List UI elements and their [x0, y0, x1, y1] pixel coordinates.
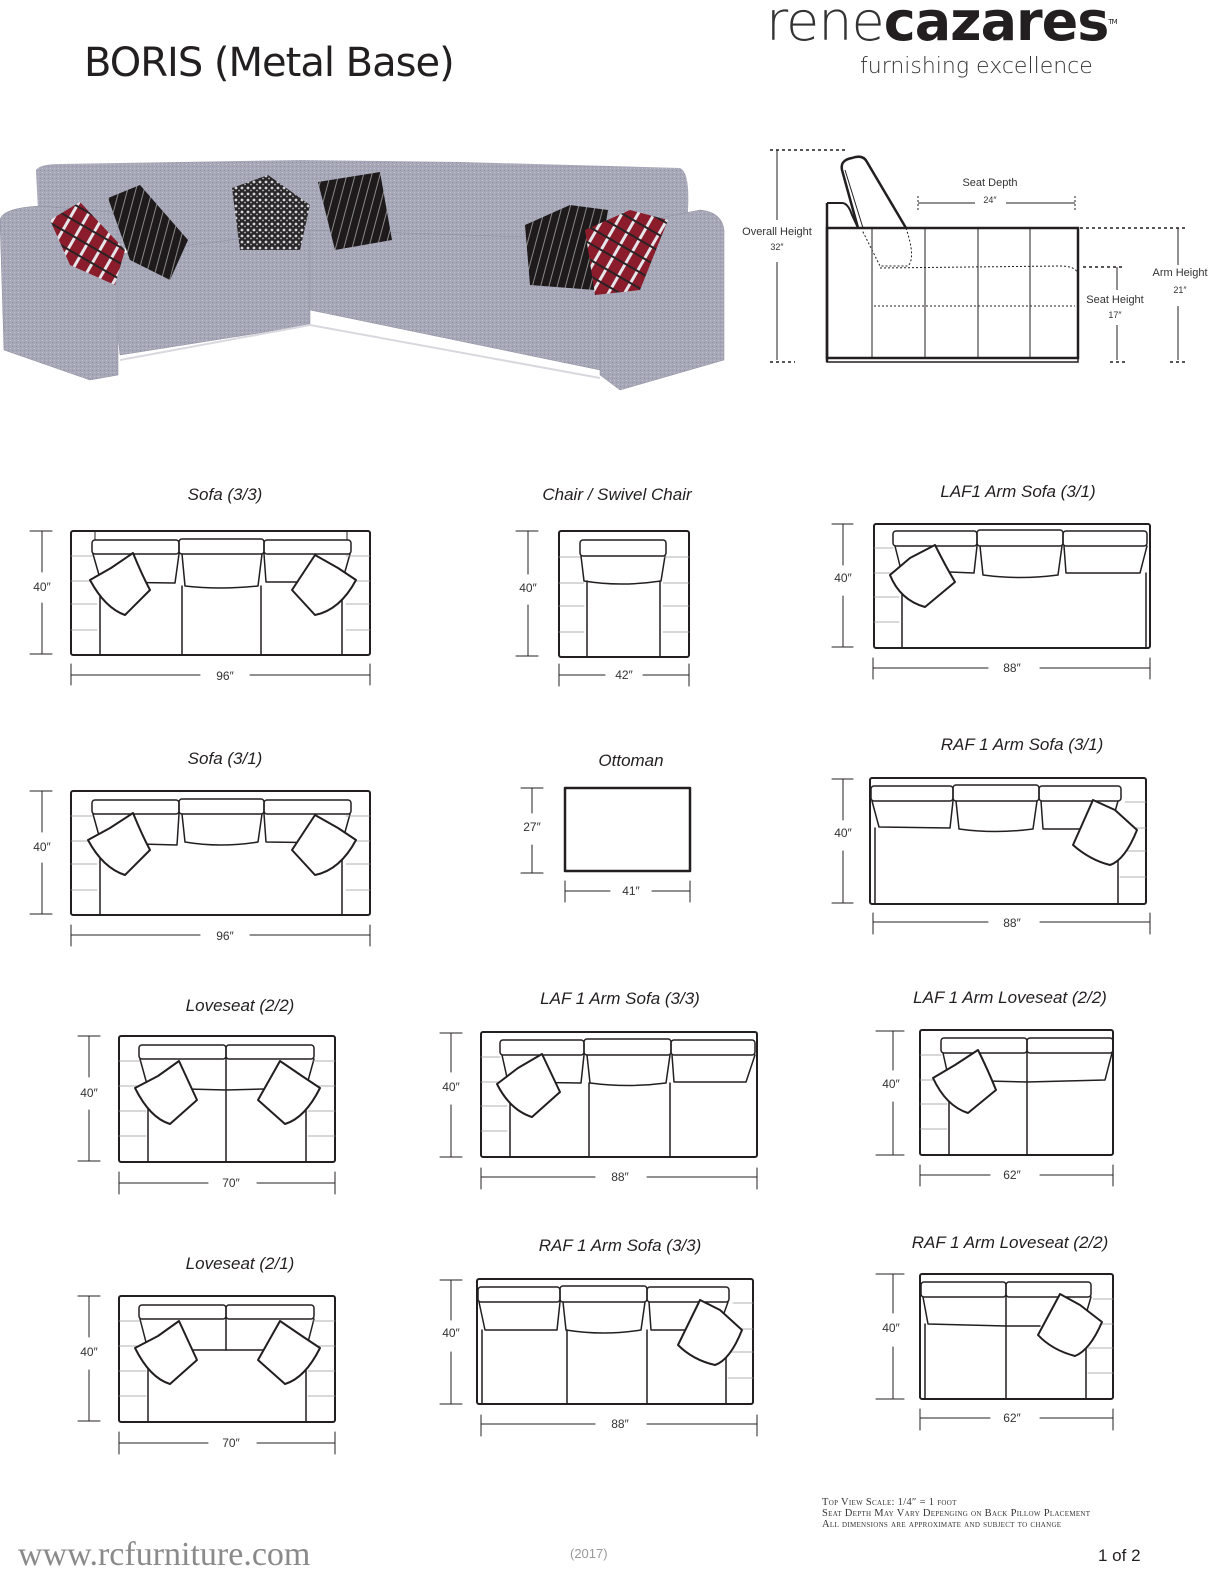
raf-arm-sofa-3-1-drawing — [831, 777, 1151, 935]
width-laf-arm-sofa-3-3: 88″ — [605, 1170, 635, 1184]
brand-logo[interactable]: renecazaresTM — [766, 0, 1118, 53]
footnote-scale: Top View Scale: 1/4″ = 1 foot — [822, 1497, 957, 1508]
width-raf-arm-sofa-3-3: 88″ — [605, 1417, 635, 1431]
overall-height-label: Overall Height — [742, 226, 812, 238]
width-raf-arm-sofa-3-1: 88″ — [997, 916, 1027, 930]
depth-loveseat-2-1: 40″ — [74, 1345, 104, 1359]
piece-title-loveseat-2-1: Loveseat (2/1) — [185, 1254, 295, 1273]
seat-height-value: 17″ — [1108, 310, 1122, 320]
piece-title-raf-arm-sofa-3-1: RAF 1 Arm Sofa (3/1) — [940, 735, 1104, 754]
depth-loveseat-2-2: 40″ — [74, 1086, 104, 1100]
piece-title-ottoman: Ottoman — [598, 751, 664, 770]
seat-height-label: Seat Height — [1086, 294, 1144, 306]
piece-title-raf-arm-loveseat-2-2: RAF 1 Arm Loveseat (2/2) — [911, 1233, 1109, 1252]
depth-laf-arm-loveseat-2-2: 40″ — [876, 1077, 906, 1091]
sofa-3-3-drawing — [29, 530, 371, 686]
width-sofa-3-3: 96″ — [210, 669, 240, 683]
pillow-stripe-center — [318, 172, 392, 250]
depth-sofa-3-3: 40″ — [27, 580, 57, 594]
width-ottoman: 41″ — [616, 884, 646, 898]
brand-name-light: rene — [766, 0, 885, 53]
depth-ottoman: 27″ — [517, 820, 547, 834]
brand-tagline: furnishing excellence — [860, 54, 1093, 79]
brand-name-bold: cazares — [883, 0, 1110, 53]
piece-title-sofa-3-1: Sofa (3/1) — [187, 749, 263, 768]
year-label: (2017) — [570, 1546, 608, 1561]
width-loveseat-2-2: 70″ — [216, 1176, 246, 1190]
pillow-floral-center — [232, 175, 310, 250]
footnote-seat-depth: Seat Depth May Vary Depenging on Back Pi… — [822, 1508, 1091, 1519]
piece-title-chair: Chair / Swivel Chair — [542, 485, 692, 504]
ottoman-drawing — [520, 786, 692, 903]
width-raf-arm-loveseat-2-2: 62″ — [997, 1411, 1027, 1425]
depth-raf-arm-sofa-3-3: 40″ — [436, 1326, 466, 1340]
piece-title-laf-arm-loveseat-2-2: LAF 1 Arm Loveseat (2/2) — [913, 988, 1107, 1007]
width-sofa-3-1: 96″ — [210, 929, 240, 943]
website-link[interactable]: www.rcfurniture.com — [18, 1536, 311, 1573]
piece-title-laf-arm-sofa-3-3: LAF 1 Arm Sofa (3/3) — [540, 989, 700, 1008]
depth-laf-arm-sofa-3-3: 40″ — [436, 1080, 466, 1094]
seat-depth-label: Seat Depth — [962, 177, 1018, 189]
depth-chair: 40″ — [513, 581, 543, 595]
sectional-sofa-image — [0, 160, 725, 391]
pillow-stripe-left — [108, 185, 188, 280]
depth-raf-arm-loveseat-2-2: 40″ — [876, 1321, 906, 1335]
page-number: 1 of 2 — [1098, 1546, 1141, 1565]
depth-raf-arm-sofa-3-1: 40″ — [828, 826, 858, 840]
overall-height-value: 32″ — [770, 242, 784, 252]
raf-arm-sofa-3-3-drawing — [439, 1278, 758, 1437]
width-chair: 42″ — [609, 668, 639, 682]
pillow-plaid-right — [585, 210, 668, 295]
sofa-3-1-drawing — [29, 790, 371, 947]
raf-arm-loveseat-2-2-drawing — [875, 1273, 1114, 1431]
side-profile-diagram: Overall Height 32″ Seat Depth 24″ Arm He… — [730, 140, 1208, 370]
pillow-plaid-left — [50, 202, 125, 285]
piece-title-loveseat-2-2: Loveseat (2/2) — [185, 996, 295, 1015]
laf-arm-loveseat-2-2-drawing — [875, 1029, 1114, 1187]
seat-depth-value: 24″ — [983, 195, 997, 205]
loveseat-2-1-drawing — [77, 1295, 336, 1455]
width-loveseat-2-1: 70″ — [216, 1436, 246, 1450]
depth-laf-arm-sofa-3-1: 40″ — [828, 571, 858, 585]
piece-title-sofa-3-3: Sofa (3/3) — [187, 485, 263, 504]
trademark: TM — [1108, 18, 1117, 26]
loveseat-2-2-drawing — [77, 1035, 336, 1195]
laf-arm-sofa-3-3-drawing — [439, 1031, 758, 1190]
arm-height-label: Arm Height — [1152, 267, 1208, 279]
piece-title-laf-arm-sofa-3-1: LAF1 Arm Sofa (3/1) — [940, 482, 1096, 501]
piece-title-raf-arm-sofa-3-3: RAF 1 Arm Sofa (3/3) — [538, 1236, 702, 1255]
laf-arm-sofa-3-1-drawing — [831, 523, 1151, 680]
footnote-approximate: All dimensions are approximate and subje… — [822, 1519, 1062, 1530]
page-title: BORIS (Metal Base) — [84, 40, 455, 86]
chair-drawing — [515, 530, 690, 687]
arm-height-value: 21″ — [1173, 285, 1187, 295]
width-laf-arm-sofa-3-1: 88″ — [997, 661, 1027, 675]
pillow-stripe-right — [525, 205, 608, 290]
product-photo — [0, 150, 730, 391]
width-laf-arm-loveseat-2-2: 62″ — [997, 1168, 1027, 1182]
footnotes: Top View Scale: 1/4″ = 1 foot Seat Depth… — [822, 1497, 1090, 1530]
depth-sofa-3-1: 40″ — [27, 840, 57, 854]
